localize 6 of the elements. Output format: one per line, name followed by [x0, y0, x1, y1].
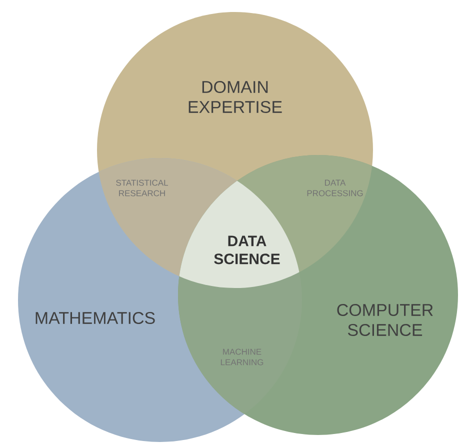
region-label: DATA PROCESSING: [307, 180, 363, 196]
circle-title: COMPUTER SCIENCE: [337, 304, 433, 336]
circle-title: DOMAIN EXPERTISE: [188, 80, 282, 114]
region-label: STATISTICAL RESEARCH: [116, 180, 168, 196]
circle-title: MATHEMATICS: [36, 312, 155, 324]
center-title: DATA SCIENCE: [214, 236, 280, 264]
